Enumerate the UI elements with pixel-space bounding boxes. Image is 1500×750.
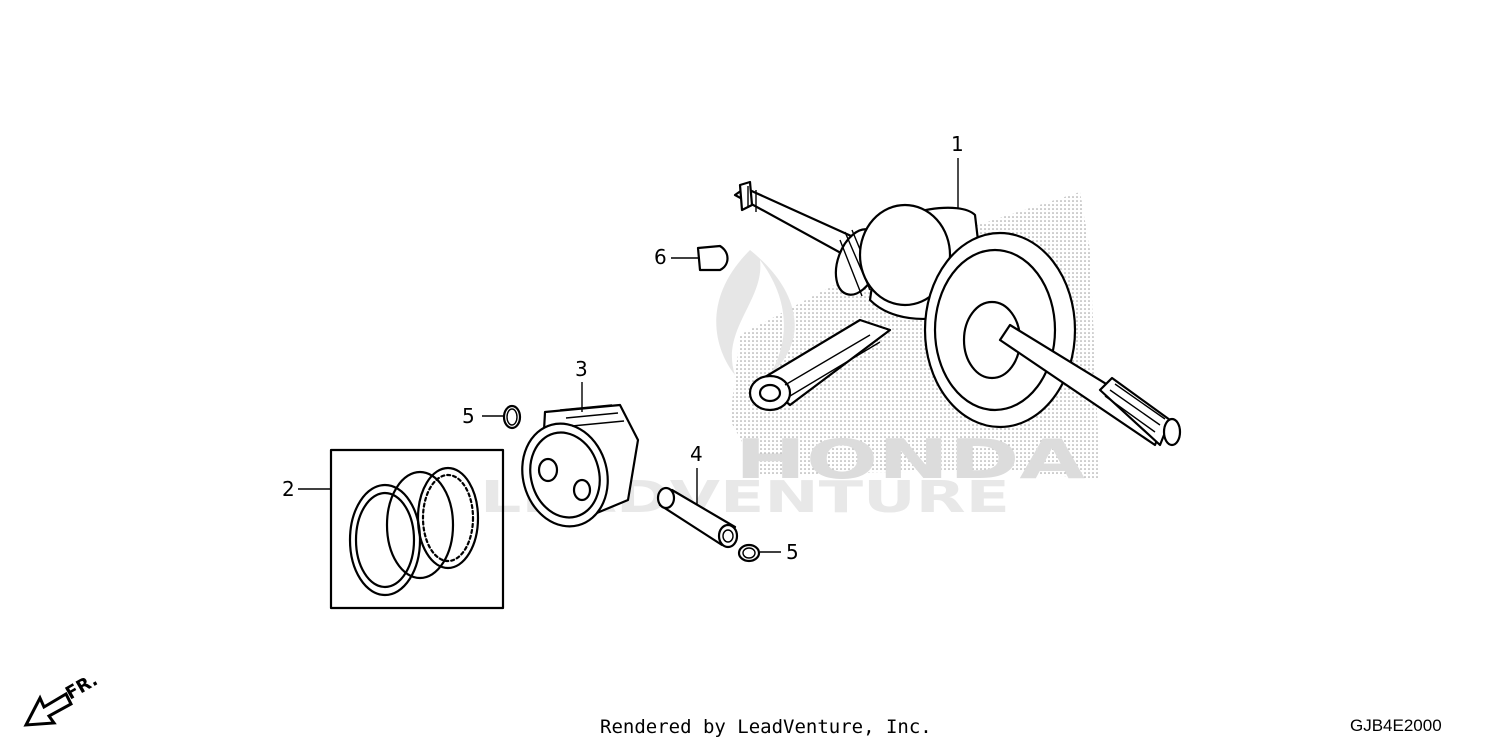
piston-ring-set: 2: [282, 448, 505, 610]
callout-6: 6: [654, 245, 667, 269]
callout-5-bottom: 5: [786, 540, 799, 564]
woodruff-key: 6: [654, 244, 729, 272]
callout-3: 3: [575, 357, 588, 381]
piston-pin-clip-bottom: 5: [737, 540, 799, 564]
piston-pin-clip-top: 5: [462, 404, 522, 430]
footer-credit: Rendered by LeadVenture, Inc.: [600, 716, 932, 738]
ring-set-box: [329, 448, 505, 610]
watermark-brand-text: HONDA: [735, 428, 1085, 491]
callout-5-top: 5: [462, 404, 475, 428]
front-direction-indicator: FR.: [23, 669, 101, 727]
callout-4: 4: [690, 442, 703, 466]
piston-pin: 4: [656, 442, 739, 549]
diagram-code: GJB4E2000: [1350, 716, 1442, 735]
crankshaft-assembly: 1: [733, 132, 1182, 447]
callout-1: 1: [951, 132, 964, 156]
front-arrow-icon: [23, 691, 73, 727]
piston: 3: [521, 357, 640, 528]
watermark-flame-icon: [716, 250, 795, 375]
callout-2: 2: [282, 477, 295, 501]
